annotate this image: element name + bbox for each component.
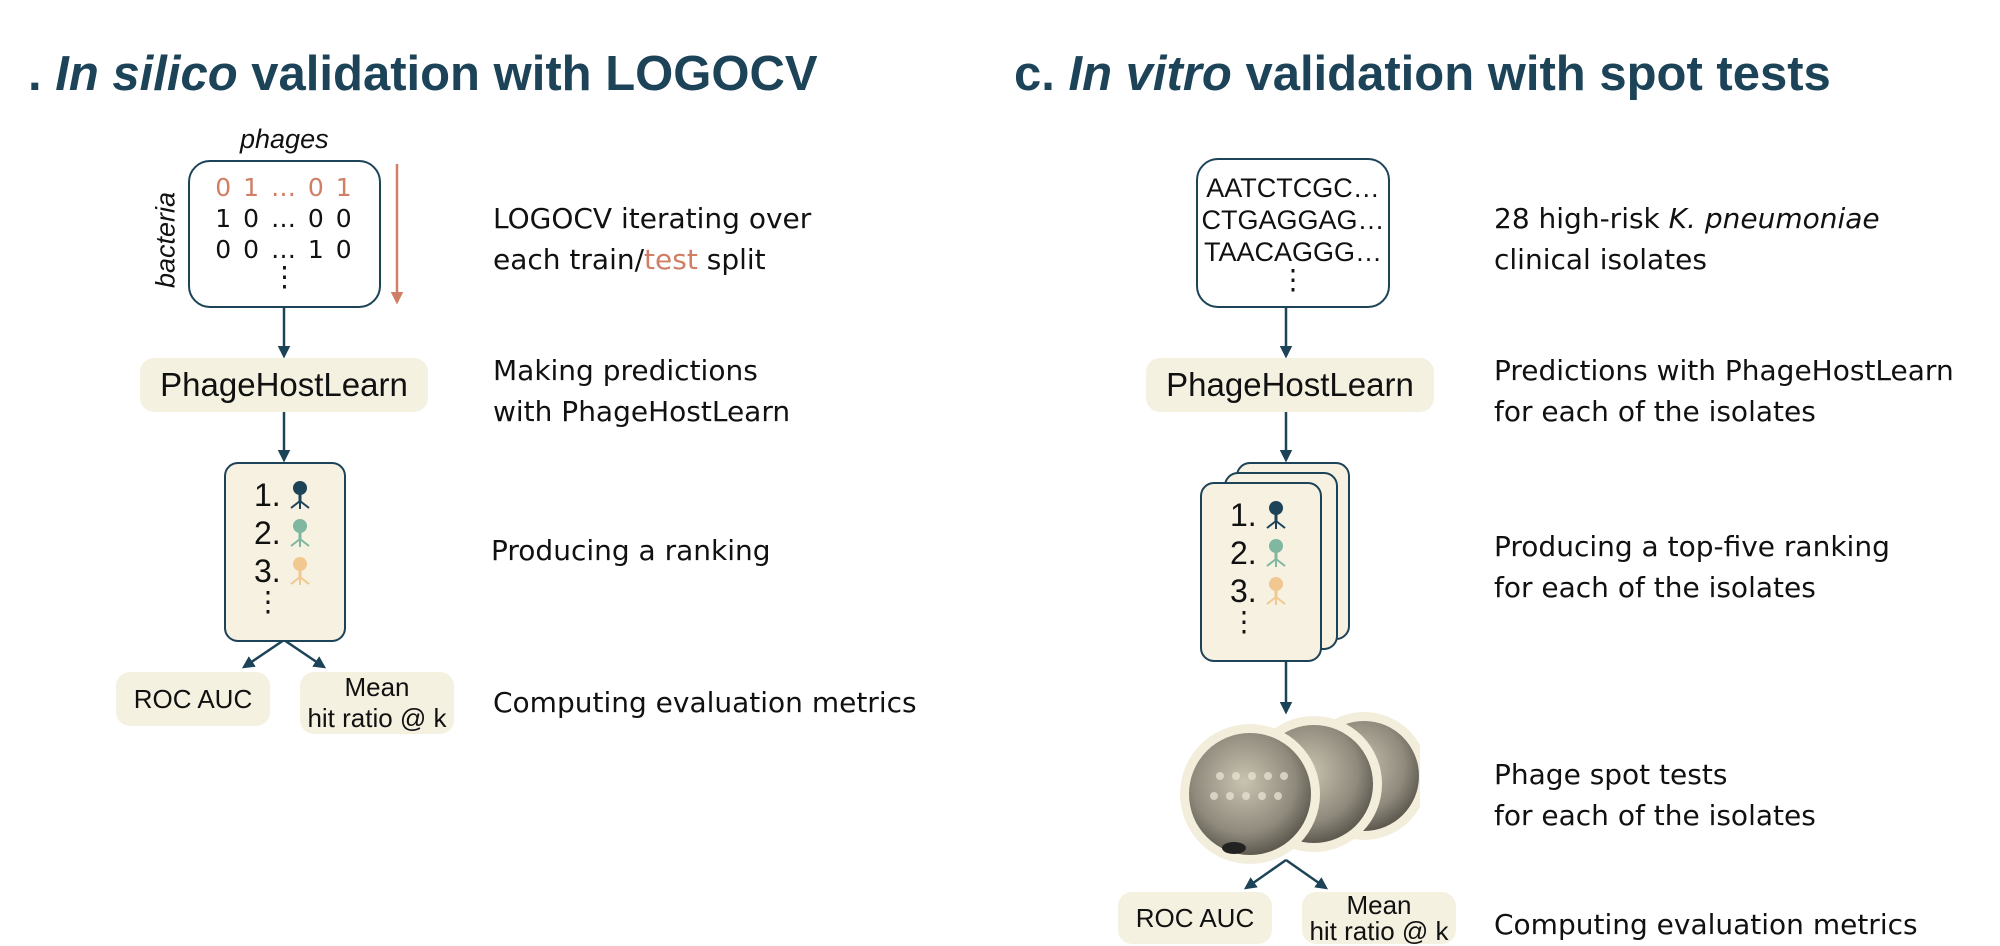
sequence: TAACAGGG… xyxy=(1203,237,1383,267)
phage-icon xyxy=(1266,501,1286,529)
genome-sequences: AATCTCGC… CTGAGGAG… TAACAGGG… ⋮ xyxy=(1196,158,1390,308)
ranking-card: 1. 2. 3. ⋮ xyxy=(1200,482,1322,662)
spot-test-plates xyxy=(1180,712,1420,864)
ranking-item: 2. xyxy=(254,514,344,552)
matrix-row-test: 0 1 … 0 1 xyxy=(215,173,354,202)
matrix-more: ⋮ xyxy=(270,260,299,293)
matrix-row: 0 0 … 1 0 xyxy=(215,235,354,264)
interaction-matrix: 0 1 … 0 1 1 0 … 0 0 0 0 … 1 0 ⋮ xyxy=(188,160,381,308)
ranking-item: 1. xyxy=(254,476,344,514)
step-description: LOGOCV iterating over each train/test sp… xyxy=(493,202,812,276)
step-description: Computing evaluation metrics xyxy=(493,686,917,719)
arrow-ranking-to-roc xyxy=(241,638,285,669)
metric-roc-auc: ROC AUC xyxy=(1118,892,1272,944)
step-description: Producing a ranking xyxy=(491,534,771,567)
matrix-row-label: bacteria xyxy=(150,191,181,289)
ranking-more: ⋮ xyxy=(1230,605,1258,638)
matrix-row: 1 0 … 0 0 xyxy=(215,204,354,233)
phage-icon xyxy=(290,481,310,509)
step-description: Producing a top-five ranking for each of… xyxy=(1494,530,1890,604)
phage-icon xyxy=(1266,577,1286,605)
panel-c-title: c. In vitro validation with spot tests xyxy=(1014,47,1831,101)
phage-icon xyxy=(1266,539,1286,567)
ranking-more: ⋮ xyxy=(254,585,282,618)
model-phagehostlearn: PhageHostLearn xyxy=(140,358,428,412)
panel-b-title: . In silico validation with LOGOCV xyxy=(28,47,818,101)
model-phagehostlearn: PhageHostLearn xyxy=(1146,358,1434,412)
metric-roc-auc: ROC AUC xyxy=(116,672,270,726)
ranking-item: 2. xyxy=(1230,534,1320,572)
step-description: Computing evaluation metrics xyxy=(1494,908,1918,941)
step-description: Making predictions with PhageHostLearn xyxy=(493,354,791,428)
ranking-item: 3. xyxy=(1230,572,1320,610)
sequence: CTGAGGAG… xyxy=(1201,205,1385,235)
arrow-ranking-to-hit xyxy=(283,638,327,669)
arrow-plates-to-hit xyxy=(1285,858,1329,890)
matrix-column-label: phages xyxy=(240,124,329,154)
ranking-item: 3. xyxy=(254,552,344,590)
sequence: AATCTCGC… xyxy=(1206,173,1380,203)
step-description: 28 high-risk K. pneumoniae clinical isol… xyxy=(1494,202,1880,276)
ranking-item: 1. xyxy=(1230,496,1320,534)
phage-icon xyxy=(290,557,310,585)
sequences-more: ⋮ xyxy=(1279,263,1307,296)
step-description: Phage spot tests for each of the isolate… xyxy=(1494,758,1816,832)
petri-dish xyxy=(1180,724,1320,864)
phage-icon xyxy=(290,519,310,547)
step-description: Predictions with PhageHostLearn for each… xyxy=(1494,354,1954,428)
ranking-card: 1. 2. 3. ⋮ xyxy=(224,462,346,642)
arrow-plates-to-roc xyxy=(1243,858,1287,890)
